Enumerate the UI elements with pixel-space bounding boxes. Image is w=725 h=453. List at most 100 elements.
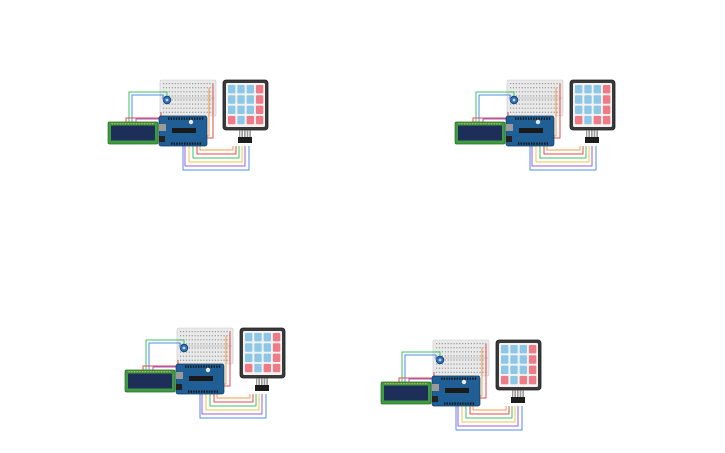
analog-header-pin — [189, 142, 191, 145]
breadboard-hole — [188, 331, 190, 333]
digital-header-pin — [170, 117, 172, 120]
wire-group — [125, 84, 250, 171]
keypad-connector — [585, 137, 599, 143]
breadboard-hole — [189, 107, 191, 109]
keypad-key — [263, 363, 271, 373]
breadboard-hole — [194, 351, 196, 353]
breadboard-hole — [479, 367, 481, 369]
breadboard-hole — [539, 87, 541, 89]
breadboard-hole — [444, 367, 446, 369]
breadboard-hole — [200, 331, 202, 333]
breadboard-hole — [518, 103, 520, 105]
lcd-display — [124, 369, 176, 393]
breadboard-hole — [191, 343, 193, 345]
lcd-pin — [485, 123, 487, 125]
digital-header-pin — [535, 117, 538, 120]
breadboard-hole — [539, 111, 541, 113]
breadboard-hole — [203, 335, 205, 337]
digital-header-pin — [195, 365, 197, 368]
breadboard-hole — [530, 95, 532, 97]
breadboard-hole — [550, 99, 552, 101]
breadboard-hole — [459, 367, 461, 369]
breadboard-hole — [467, 359, 470, 361]
digital-header-pin — [459, 377, 461, 380]
breadboard-hole — [186, 95, 188, 97]
keypad-key — [575, 95, 583, 104]
breadboard-hole — [462, 363, 464, 365]
breadboard-hole — [453, 355, 455, 357]
wire — [145, 339, 185, 370]
keypad-key — [255, 105, 264, 114]
keypad-key — [245, 363, 253, 373]
breadboard-hole — [174, 91, 176, 93]
breadboard-hole — [217, 339, 219, 341]
breadboard-hole — [206, 331, 208, 333]
breadboard-hole — [476, 355, 478, 357]
breadboard-hole — [467, 343, 470, 345]
digital-header-pin — [203, 365, 205, 368]
lcd-pin — [474, 123, 476, 125]
circuit-thumbnail[interactable] — [122, 326, 302, 436]
keypad-key — [237, 95, 245, 104]
keypad-key — [602, 85, 611, 94]
breadboard-hole — [444, 351, 446, 353]
breadboard-hole — [186, 91, 188, 93]
breadboard-hole — [527, 107, 529, 109]
breadboard-hole — [220, 347, 222, 349]
lcd-pin — [111, 123, 113, 125]
breadboard-hole — [450, 363, 452, 365]
breadboard-hole — [200, 339, 202, 341]
breadboard-hole — [539, 95, 541, 97]
breadboard-hole — [189, 99, 191, 101]
breadboard-hole — [183, 87, 185, 89]
breadboard-hole — [467, 363, 470, 365]
breadboard-hole — [206, 359, 208, 361]
lcd-pin — [414, 383, 416, 385]
breadboard-hole — [447, 355, 449, 357]
breadboard-hole — [544, 111, 546, 113]
breadboard-hole — [541, 83, 544, 85]
digital-header-pin — [451, 377, 453, 380]
breadboard-hole — [185, 351, 187, 353]
breadboard-hole — [521, 107, 523, 109]
breadboard-hole — [470, 359, 472, 361]
breadboard-hole — [527, 91, 529, 93]
breadboard-hole — [521, 111, 523, 113]
breadboard-hole — [168, 91, 170, 93]
analog-header-pin — [184, 142, 186, 145]
analog-header-pin — [181, 142, 183, 145]
breadboard-hole — [188, 351, 190, 353]
breadboard-hole — [510, 103, 512, 105]
lcd-pin — [480, 123, 482, 125]
circuit-thumbnail[interactable] — [452, 78, 632, 188]
breadboard-hole — [200, 95, 202, 97]
keypad-face — [243, 331, 282, 375]
lcd-pin — [493, 123, 495, 125]
breadboard-hole — [203, 359, 205, 361]
breadboard-hole — [553, 99, 555, 101]
breadboard-hole — [180, 331, 182, 333]
lcd-pin — [141, 123, 143, 125]
breadboard-hole — [510, 83, 512, 85]
breadboard-hole — [200, 111, 202, 113]
breadboard-hole — [191, 339, 193, 341]
breadboard-hole — [453, 363, 455, 365]
breadboard-hole — [186, 99, 188, 101]
breadboard-hole — [211, 355, 214, 357]
breadboard-hole — [209, 331, 211, 333]
breadboard-hole — [462, 359, 464, 361]
breadboard-hole — [183, 107, 185, 109]
digital-header-pin — [528, 117, 530, 120]
digital-header-pin — [216, 365, 218, 368]
breadboard-hole — [189, 95, 191, 97]
circuit-thumbnail[interactable] — [105, 78, 285, 188]
breadboard-hole — [211, 347, 214, 349]
breadboard-hole — [171, 95, 173, 97]
analog-header-pin — [533, 142, 535, 145]
breadboard-hole — [473, 351, 475, 353]
wire — [475, 91, 515, 122]
breadboard-hole — [462, 343, 464, 345]
circuit-thumbnail[interactable] — [378, 338, 558, 448]
breadboard-hole — [206, 343, 208, 345]
breadboard-hole — [476, 363, 478, 365]
